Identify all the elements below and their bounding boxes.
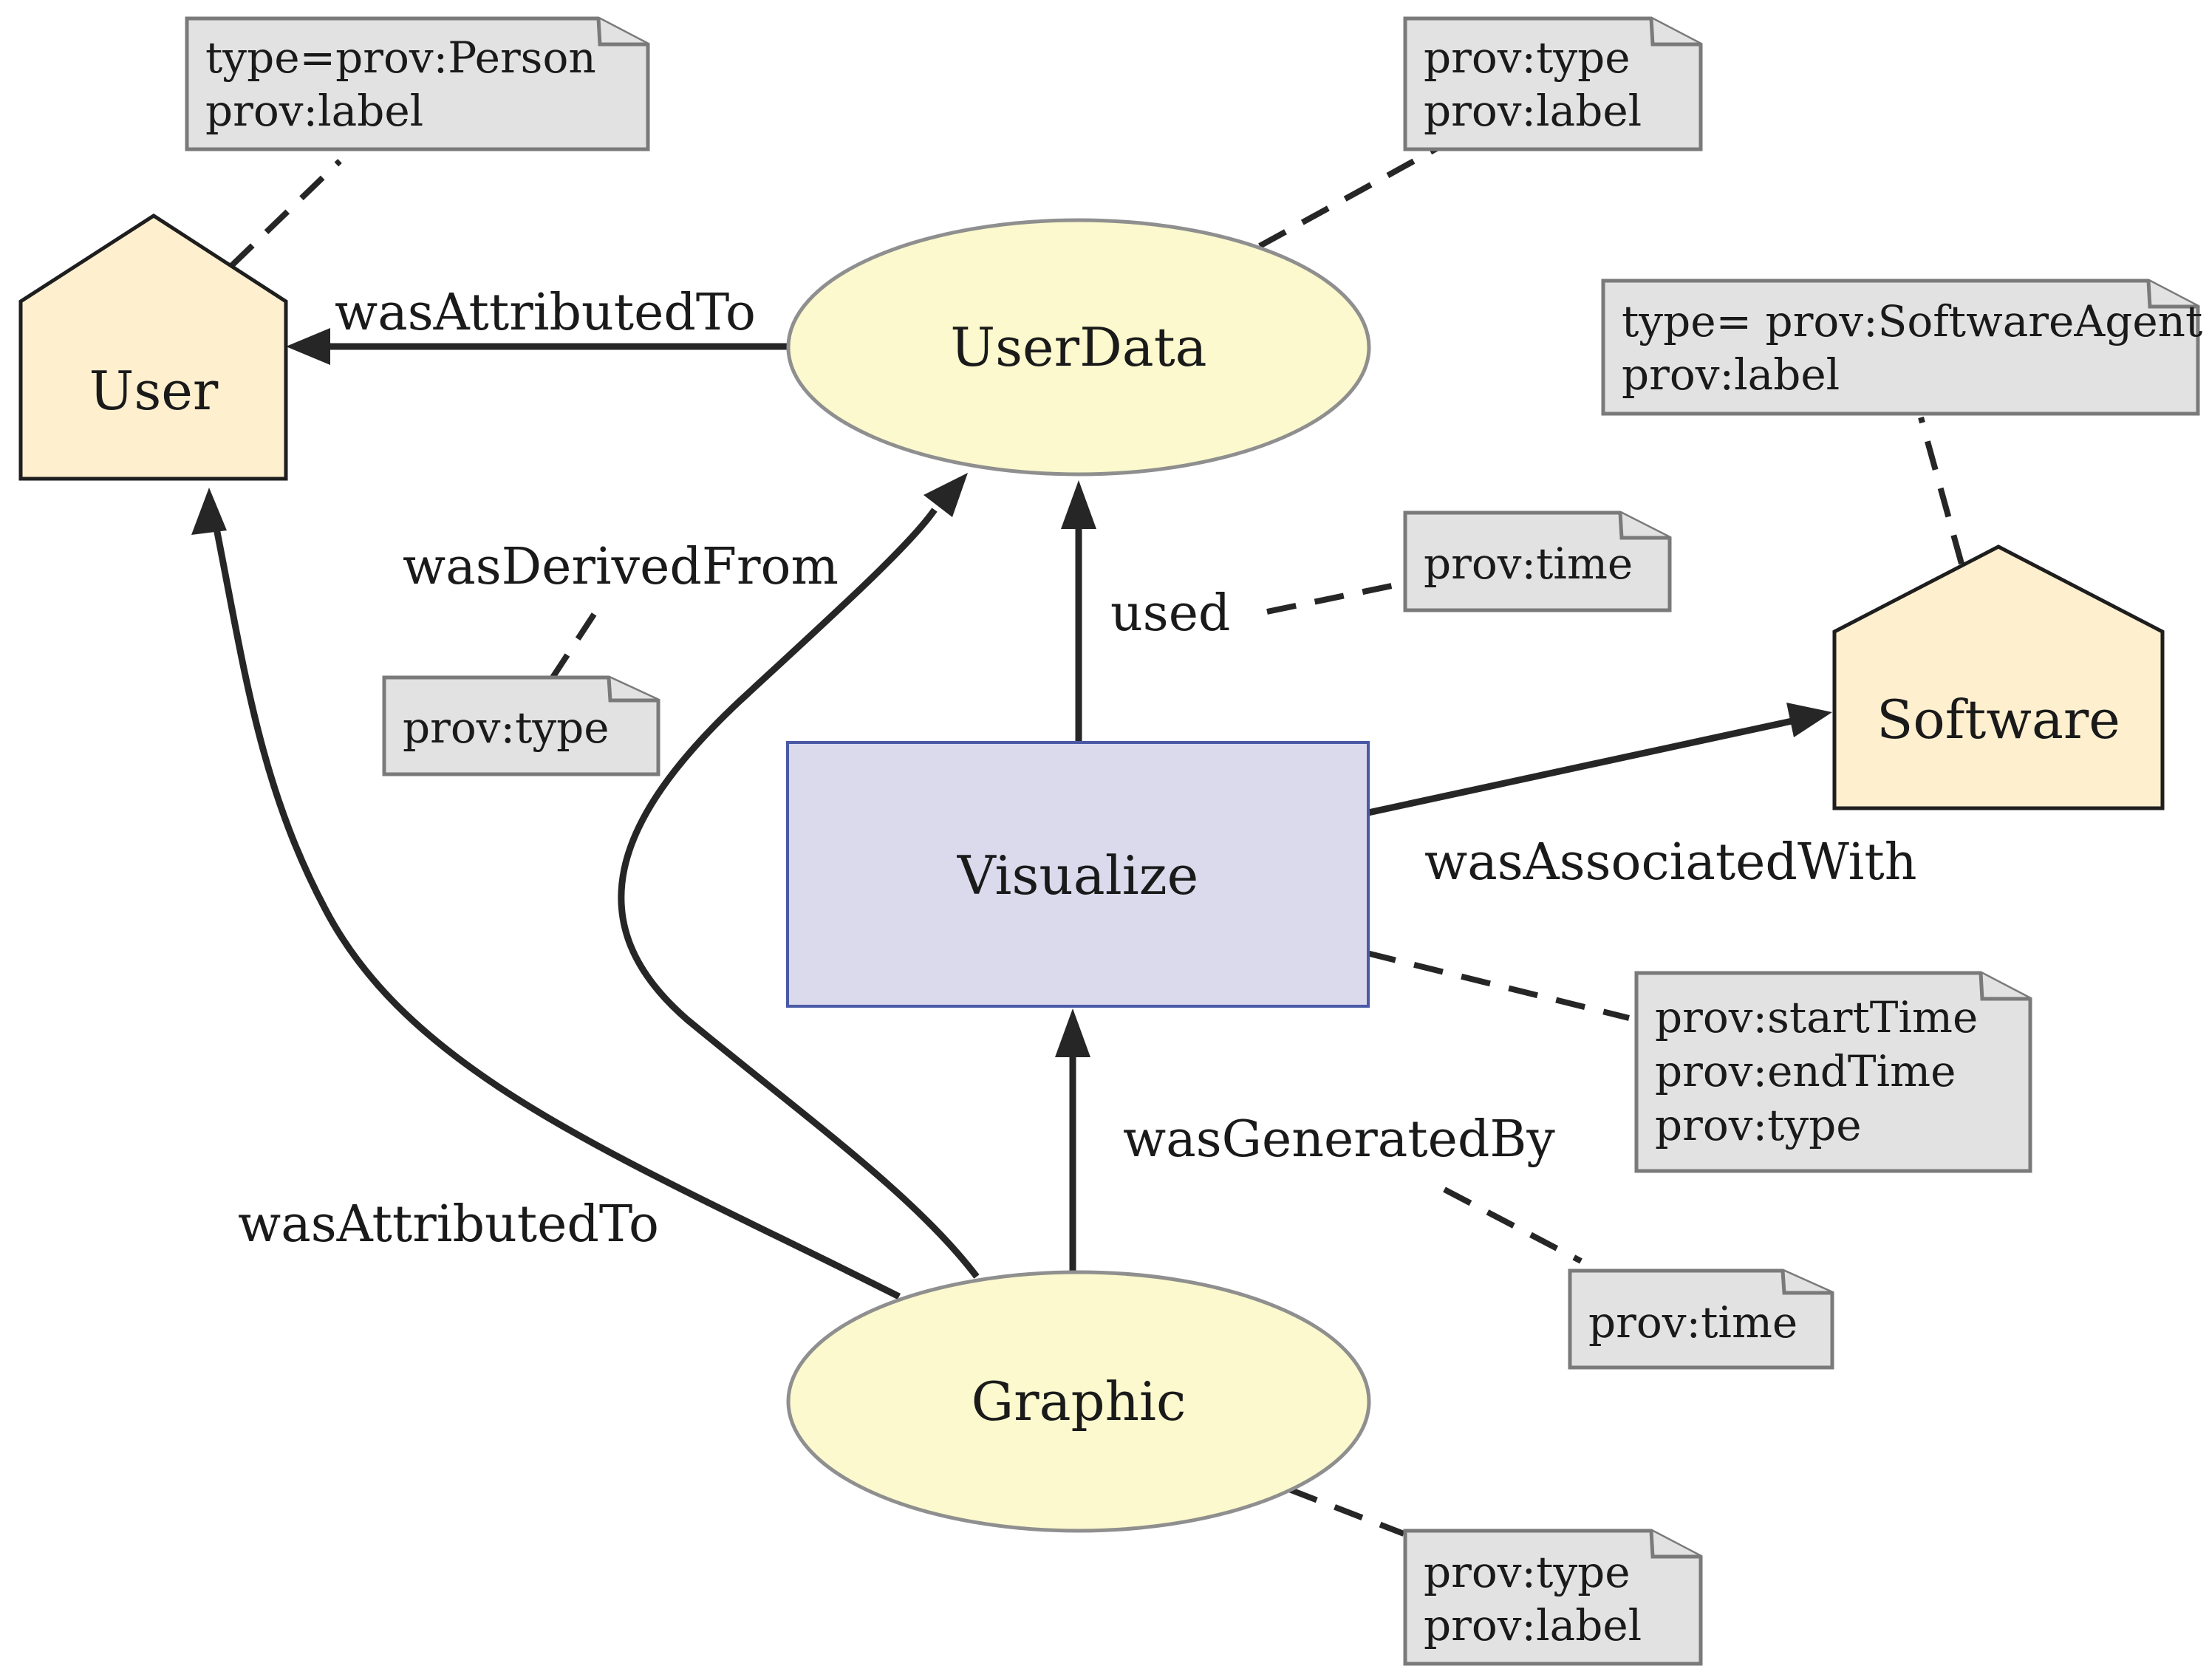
note-visualize-line-2: prov:endTime — [1655, 1046, 1956, 1096]
edge-label-used: used — [1110, 584, 1230, 643]
note-user-line-2: prov:label — [205, 86, 423, 136]
note-graphic-line-1: prov:type — [1424, 1547, 1631, 1597]
node-label-visualize: Visualize — [957, 844, 1199, 906]
note-used: prov:time — [1403, 511, 1672, 612]
connector-used-note — [1266, 581, 1403, 615]
note-graphic-line-2: prov:label — [1424, 1600, 1642, 1650]
note-visualize-line-1: prov:startTime — [1655, 992, 1978, 1042]
connector-graphic-note — [1288, 1486, 1405, 1537]
connector-software-note — [1918, 416, 1964, 565]
note-generated-line-1: prov:time — [1588, 1297, 1797, 1348]
note-software-line-1: type= prov:SoftwareAgent — [1622, 296, 2202, 346]
note-user: type=prov:Person prov:label — [185, 16, 650, 151]
edge-label-wasderivedfrom: wasDerivedFrom — [403, 538, 839, 596]
edge-label-userdata-wasattributedto: wasAttributedTo — [335, 284, 756, 342]
entity-userdata: UserData — [786, 218, 1371, 477]
note-used-line-1: prov:time — [1424, 539, 1633, 589]
node-label-graphic: Graphic — [972, 1370, 1187, 1433]
note-visualize-line-3: prov:type — [1655, 1100, 1862, 1150]
edge-visualize-used-userdata — [1061, 480, 1096, 742]
edge-label-wasgeneratedby: wasGeneratedBy — [1123, 1110, 1555, 1169]
note-software: type= prov:SoftwareAgent prov:label — [1601, 279, 2202, 416]
note-user-line-1: type=prov:Person — [205, 33, 596, 83]
note-visualize: prov:startTime prov:endTime prov:type — [1634, 971, 2032, 1173]
note-derived-line-1: prov:type — [403, 703, 610, 753]
edge-label-graphic-wasattributedto: wasAttributedTo — [238, 1195, 659, 1254]
connector-derived-note — [548, 611, 598, 682]
edge-graphic-wasgeneratedby-visualize — [1055, 1008, 1090, 1271]
note-graphic: prov:type prov:label — [1403, 1529, 1703, 1666]
note-userdata-line-1: prov:type — [1424, 33, 1631, 83]
edge-graphic-wasattributedto-user — [191, 488, 901, 1300]
node-label-userdata: UserData — [950, 316, 1206, 378]
note-userdata: prov:type prov:label — [1403, 16, 1703, 151]
connector-visualize-note — [1366, 950, 1630, 1021]
note-userdata-line-2: prov:label — [1424, 86, 1642, 136]
edge-label-wasassociatedwith: wasAssociatedWith — [1424, 833, 1917, 892]
edge-userdata-wasattributedto-user — [286, 328, 788, 365]
edge-graphic-wasderivedfrom-userdata — [618, 473, 980, 1279]
agent-user: User — [18, 214, 288, 481]
connector-userdata-note — [1258, 143, 1442, 249]
edge-visualize-wasassociatedwith-software — [1368, 703, 1832, 816]
note-software-line-2: prov:label — [1622, 349, 1840, 400]
activity-visualize: Visualize — [786, 741, 1370, 1008]
agent-software: Software — [1832, 544, 2165, 810]
node-label-software: Software — [1877, 689, 2120, 751]
node-label-user: User — [89, 360, 219, 422]
connector-user-note — [229, 159, 342, 268]
note-derived: prov:type — [382, 675, 660, 776]
connector-generated-note — [1443, 1186, 1583, 1264]
entity-graphic: Graphic — [786, 1270, 1371, 1533]
note-generated: prov:time — [1568, 1268, 1834, 1370]
